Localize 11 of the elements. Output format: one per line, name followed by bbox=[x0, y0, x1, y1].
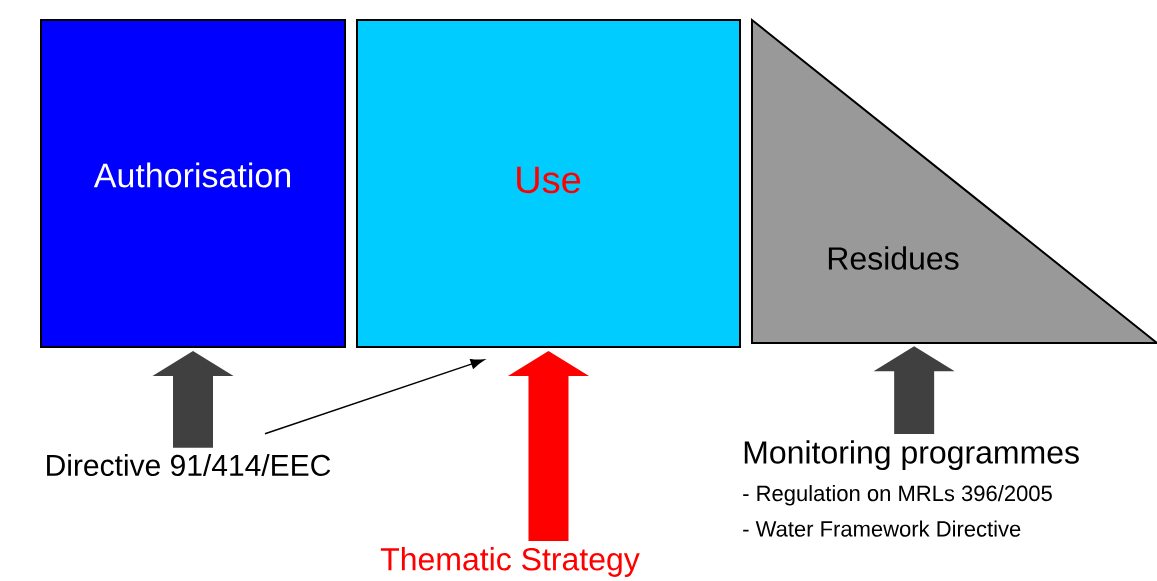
heading-text: Monitoring programmes bbox=[744, 440, 1079, 470]
process-box bbox=[356, 19, 741, 348]
bullet-text: - Regulation on MRLs 396/2005 bbox=[743, 485, 1052, 506]
arrow bbox=[264, 359, 485, 435]
bullet-text: - Water Framework Directive bbox=[743, 520, 1021, 537]
label-text: Thematic Strategy bbox=[380, 547, 640, 577]
box-label: Residues bbox=[828, 246, 959, 270]
box-label: Use bbox=[517, 166, 581, 194]
label-text: Directive 91/414/EEC bbox=[47, 454, 331, 476]
process-box bbox=[40, 19, 346, 348]
box-label: Authorisation bbox=[93, 162, 290, 188]
